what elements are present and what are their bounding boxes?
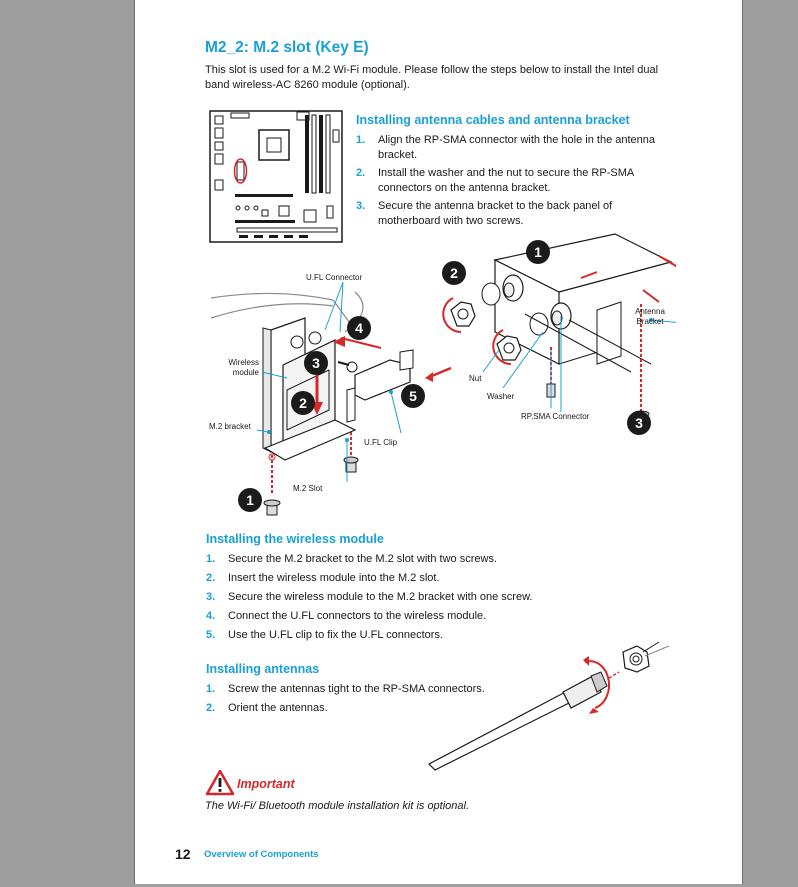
label-nut: Nut	[469, 374, 482, 383]
antenna-bracket-heading: Installing antenna cables and antenna br…	[356, 113, 630, 127]
step-marker-4: 4	[347, 316, 371, 340]
list-item: 1.Screw the antennas tight to the RP-SMA…	[206, 683, 485, 695]
list-item: 1.Align the RP-SMA connector with the ho…	[356, 134, 656, 161]
wireless-module-steps: 1.Secure the M.2 bracket to the M.2 slot…	[206, 552, 646, 643]
step-marker-3: 3	[627, 411, 651, 435]
list-item: 2.Install the washer and the nut to secu…	[356, 167, 634, 194]
motherboard-layout-diagram	[209, 110, 343, 243]
label-washer: Washer	[487, 392, 515, 401]
label-m2-slot: M.2 Slot	[293, 484, 323, 493]
list-item: 3.Secure the antenna bracket to the back…	[356, 200, 613, 227]
step-marker-3: 3	[304, 351, 328, 375]
warning-triangle-icon	[205, 769, 235, 796]
label-ufl-clip: U.FL Clip	[364, 438, 398, 447]
label-antenna-bracket: Antenna Bracket	[635, 307, 665, 326]
footer-section-title: Overview of Components	[204, 849, 319, 860]
label-m2-bracket: M.2 bracket	[209, 422, 251, 431]
list-item: 1.Secure the M.2 bracket to the M.2 slot…	[206, 553, 497, 565]
wireless-module-heading: Installing the wireless module	[206, 532, 384, 546]
page-number: 12	[175, 846, 191, 862]
list-item: 2.Insert the wireless module into the M.…	[206, 572, 440, 584]
document-page: M2_2: M.2 slot (Key E) This slot is used…	[134, 0, 743, 884]
antennas-steps: 1.Screw the antennas tight to the RP-SMA…	[206, 682, 536, 716]
section-title: M2_2: M.2 slot (Key E)	[205, 39, 369, 56]
important-label: Important	[237, 777, 295, 791]
step-marker-1: 1	[238, 488, 262, 512]
important-note: The Wi-Fi/ Bluetooth module installation…	[205, 800, 470, 812]
step-marker-2: 2	[291, 391, 315, 415]
list-item: 4.Connect the U.FL connectors to the wir…	[206, 610, 487, 622]
label-rpsma-connector: RP.SMA Connector	[521, 412, 590, 421]
antennas-heading: Installing antennas	[206, 662, 320, 676]
label-ufl-connector: U.FL Connector	[306, 273, 363, 282]
step-marker-1: 1	[526, 240, 550, 264]
antenna-bracket-steps: 1.Align the RP-SMA connector with the ho…	[356, 133, 676, 228]
list-item: 3.Secure the wireless module to the M.2 …	[206, 591, 533, 603]
section-intro: This slot is used for a M.2 Wi-Fi module…	[205, 64, 659, 91]
step-marker-2: 2	[442, 261, 466, 285]
antenna-illustration	[428, 641, 670, 771]
step-marker-5: 5	[401, 384, 425, 408]
label-wireless-module: Wireless module	[228, 358, 259, 377]
list-item: 2.Orient the antennas.	[206, 702, 328, 714]
list-item: 5.Use the U.FL clip to fix the U.FL conn…	[206, 629, 443, 641]
